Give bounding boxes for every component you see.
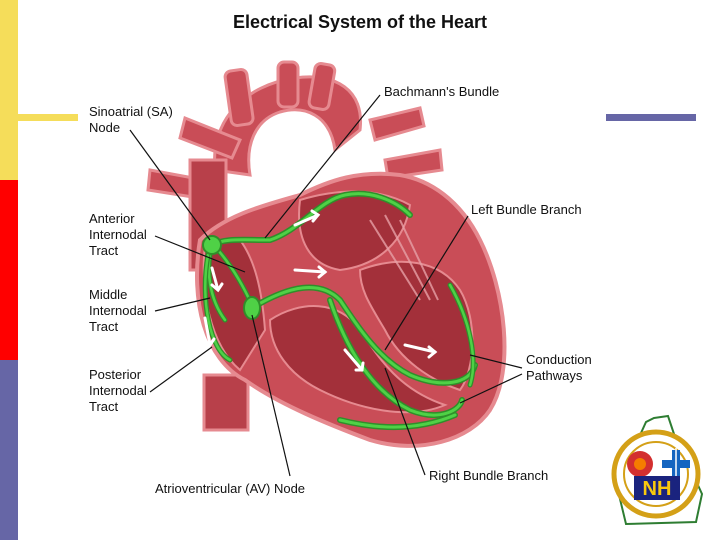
label-anterior-line-2: Internodal bbox=[89, 227, 147, 242]
label-conduction-pathways: Conduction Pathways bbox=[526, 352, 592, 384]
label-bachmann: Bachmann's Bundle bbox=[384, 84, 500, 99]
label-sa-node-line-2: Node bbox=[89, 120, 121, 135]
label-middle-tract: Middle Internodal Tract bbox=[89, 287, 147, 335]
side-bar-yellow bbox=[0, 0, 18, 180]
valve-strands bbox=[369, 214, 439, 301]
label-middle-line-1: Middle bbox=[89, 287, 128, 302]
flow-arrows bbox=[202, 209, 438, 372]
label-posterior-tract: Posterior Internodal Tract bbox=[89, 367, 147, 415]
label-conduction-line-2: Pathways bbox=[526, 368, 583, 383]
logo-letters: NH bbox=[643, 478, 672, 500]
accent-line-yellow bbox=[18, 114, 78, 121]
side-bar-red bbox=[0, 180, 18, 360]
side-bar-blue bbox=[0, 360, 18, 540]
label-sa-node-line-1: Sinoatrial (SA) bbox=[89, 104, 173, 119]
leader-lines bbox=[129, 94, 523, 477]
av-node-marker bbox=[243, 296, 261, 320]
label-conduction-line-1: Conduction bbox=[526, 352, 592, 367]
label-anterior-tract: Anterior Internodal Tract bbox=[89, 211, 147, 259]
conduction-system bbox=[202, 190, 478, 430]
label-anterior-line-3: Tract bbox=[89, 243, 119, 258]
nh-ems-logo: NH bbox=[606, 414, 708, 526]
label-middle-line-3: Tract bbox=[89, 319, 119, 334]
label-middle-line-2: Internodal bbox=[89, 303, 147, 318]
label-av-node: Atrioventricular (AV) Node bbox=[155, 481, 306, 496]
label-posterior-line-3: Tract bbox=[89, 399, 119, 414]
label-anterior-line-1: Anterior bbox=[89, 211, 135, 226]
label-posterior-line-1: Posterior bbox=[89, 367, 142, 382]
label-sa-node: Sinoatrial (SA) Node bbox=[89, 104, 173, 136]
label-right-bundle: Right Bundle Branch bbox=[429, 468, 549, 483]
page-title: Electrical System of the Heart bbox=[232, 12, 488, 32]
label-left-bundle: Left Bundle Branch bbox=[471, 202, 582, 217]
accent-line-blue bbox=[606, 114, 696, 121]
great-vessels bbox=[146, 60, 444, 432]
left-ventricle bbox=[358, 260, 474, 392]
label-posterior-line-2: Internodal bbox=[89, 383, 147, 398]
sa-node-marker bbox=[202, 235, 222, 255]
